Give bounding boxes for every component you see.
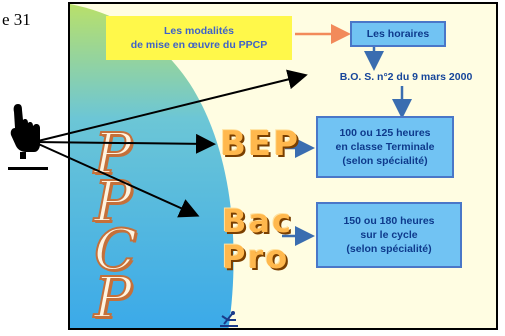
connectors xyxy=(282,24,412,246)
pointer-stand xyxy=(8,167,48,170)
arrow-to-bep xyxy=(33,133,216,154)
modalites-box: Les modalités de mise en œuvre du PPCP xyxy=(106,16,292,60)
bacpro-hours-box: 150 ou 180 heures sur le cycle (selon sp… xyxy=(316,202,462,268)
ppcp-letter-3: C xyxy=(93,217,138,284)
horaires-box: Les horaires xyxy=(350,21,446,47)
diagram-frame: Les modalités de mise en œuvre du PPCP L… xyxy=(68,2,498,330)
arrow-to-bo xyxy=(33,69,308,143)
bep-hours-box: 100 ou 125 heures en classe Terminale (s… xyxy=(316,116,454,178)
ppcp-letter-4: P xyxy=(93,265,133,330)
curve-region xyxy=(70,4,234,328)
climber-icon xyxy=(220,311,238,327)
slide-number-label: e 31 xyxy=(2,10,31,29)
pro-label: Pro xyxy=(222,238,290,276)
bac-label: Bac xyxy=(222,202,293,240)
ppcp-letter-2: P xyxy=(93,169,133,236)
pointing-hand-icon xyxy=(10,104,40,159)
bep-label: BEP xyxy=(220,124,301,164)
bo-reference: B.O. S. n°2 du 9 mars 2000 xyxy=(339,71,473,83)
arrow-to-bac xyxy=(33,141,200,218)
